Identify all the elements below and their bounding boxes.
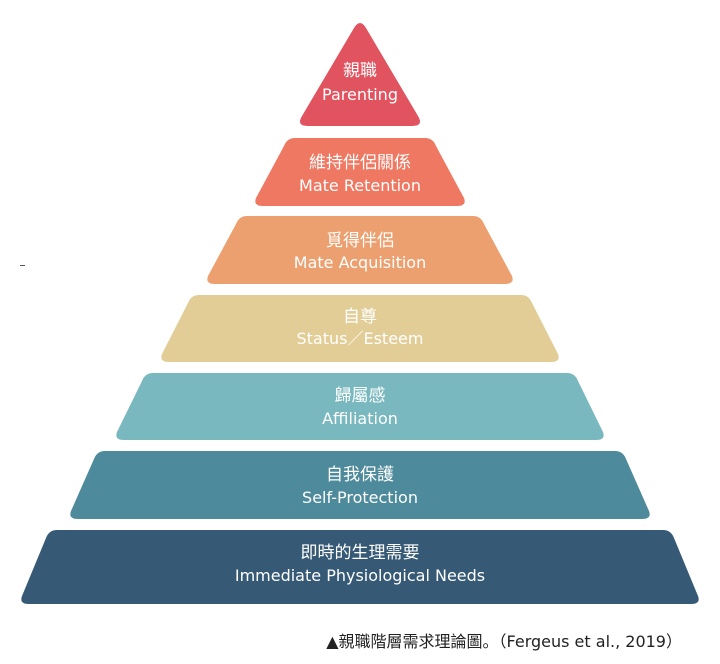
level-label-zh: 維持伴侶關係 xyxy=(309,153,411,173)
pyramid-level-parenting: 親職 Parenting xyxy=(300,23,420,126)
level-label-zh: 親職 xyxy=(343,61,377,81)
pyramid-level-self-protection: 自我保護 Self-Protection xyxy=(70,451,650,519)
pyramid-level-mate-retention: 維持伴侶關係 Mate Retention xyxy=(255,138,465,206)
level-label-en: Self-Protection xyxy=(302,488,418,507)
level-label-zh: 自尊 xyxy=(343,307,377,327)
level-label-zh: 即時的生理需要 xyxy=(301,543,420,563)
pyramid-level-shape xyxy=(255,138,465,206)
level-label-en: Immediate Physiological Needs xyxy=(235,566,485,585)
pyramid-level-mate-acquisition: 覓得伴侶 Mate Acquisition xyxy=(207,216,513,284)
pyramid-level-shape xyxy=(70,451,650,519)
pyramid-level-status-esteem: 自尊 Status／Esteem xyxy=(161,295,559,362)
pyramid-level-shape xyxy=(161,295,559,362)
level-label-en: Mate Acquisition xyxy=(294,253,426,272)
pyramid-level-shape xyxy=(116,373,604,440)
pyramid-level-shape xyxy=(300,23,420,126)
stray-dash-mark xyxy=(20,265,25,266)
level-label-en: Affiliation xyxy=(322,409,398,428)
level-label-en: Status／Esteem xyxy=(297,329,424,348)
level-label-zh: 歸屬感 xyxy=(335,386,386,406)
pyramid-level-physiological-needs: 即時的生理需要 Immediate Physiological Needs xyxy=(21,530,699,604)
pyramid-level-shape xyxy=(207,216,513,284)
level-label-en: Mate Retention xyxy=(299,176,421,195)
pyramid-level-affiliation: 歸屬感 Affiliation xyxy=(116,373,604,440)
level-label-zh: 自我保護 xyxy=(326,465,394,485)
pyramid-level-shape xyxy=(21,530,699,604)
level-label-zh: 覓得伴侶 xyxy=(326,231,394,251)
figure-caption: ▲親職階層需求理論圖。（Fergeus et al., 2019） xyxy=(326,632,682,651)
level-label-en: Parenting xyxy=(322,85,398,104)
